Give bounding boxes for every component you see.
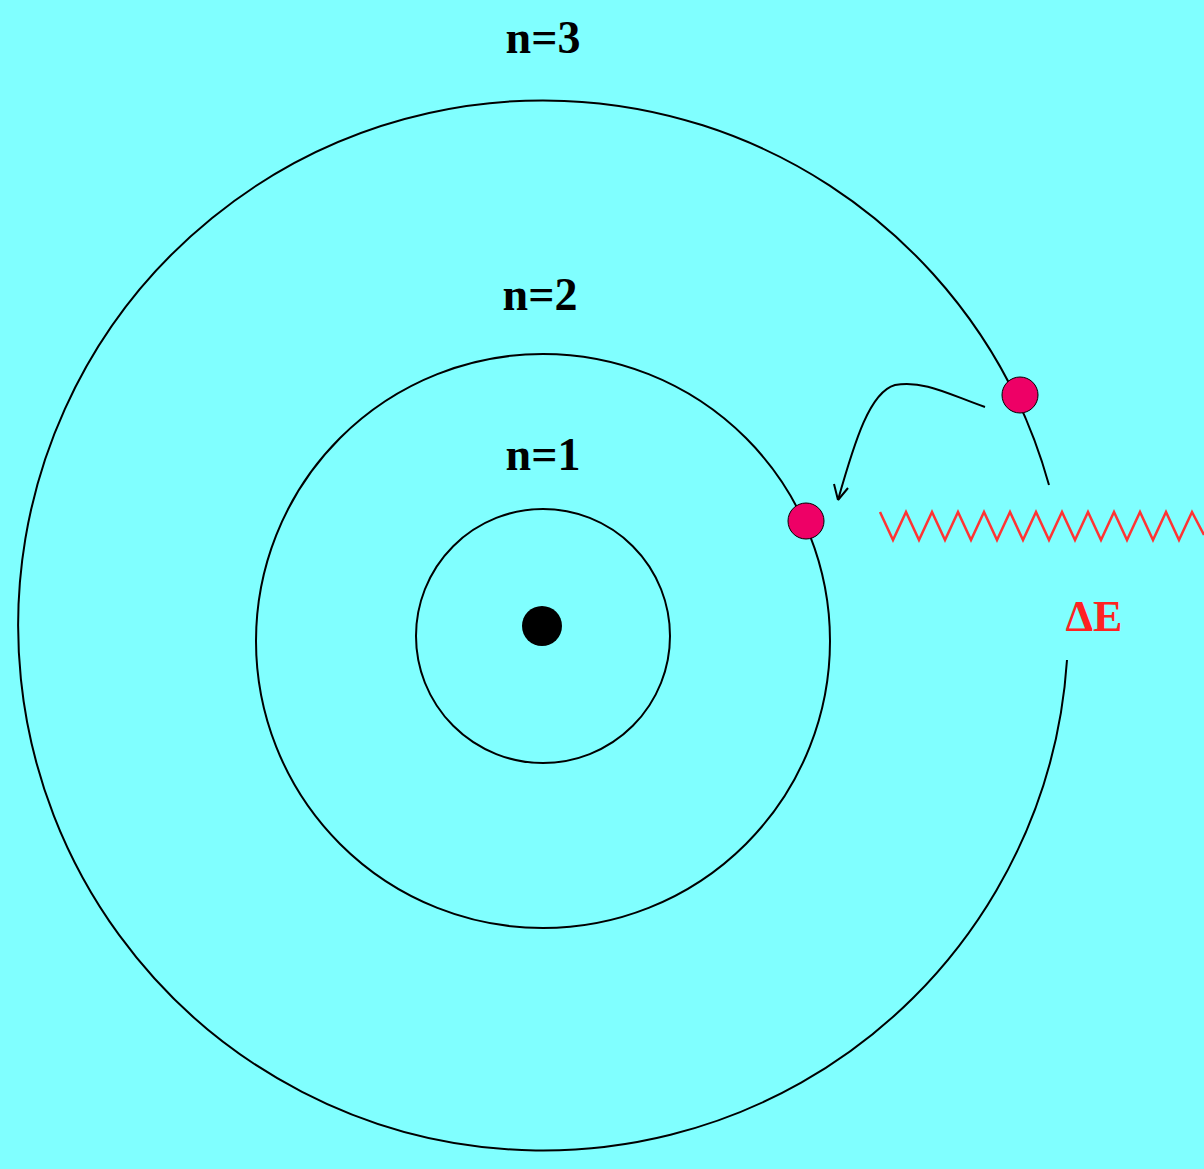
transition-arrow: [838, 384, 985, 500]
nucleus: [522, 606, 562, 646]
orbit-label: n=3: [506, 15, 581, 61]
orbit-n1: [416, 509, 670, 763]
orbit-label: n=1: [506, 432, 581, 478]
energy-label: ΔE: [1066, 595, 1123, 639]
photon-wave: [880, 512, 1204, 540]
arrow-head: [834, 484, 848, 500]
orbit-label: n=2: [503, 272, 578, 318]
electron: [788, 503, 824, 539]
orbit-n3: [18, 100, 1067, 1150]
electron: [1002, 377, 1038, 413]
orbit-n2: [256, 354, 830, 928]
